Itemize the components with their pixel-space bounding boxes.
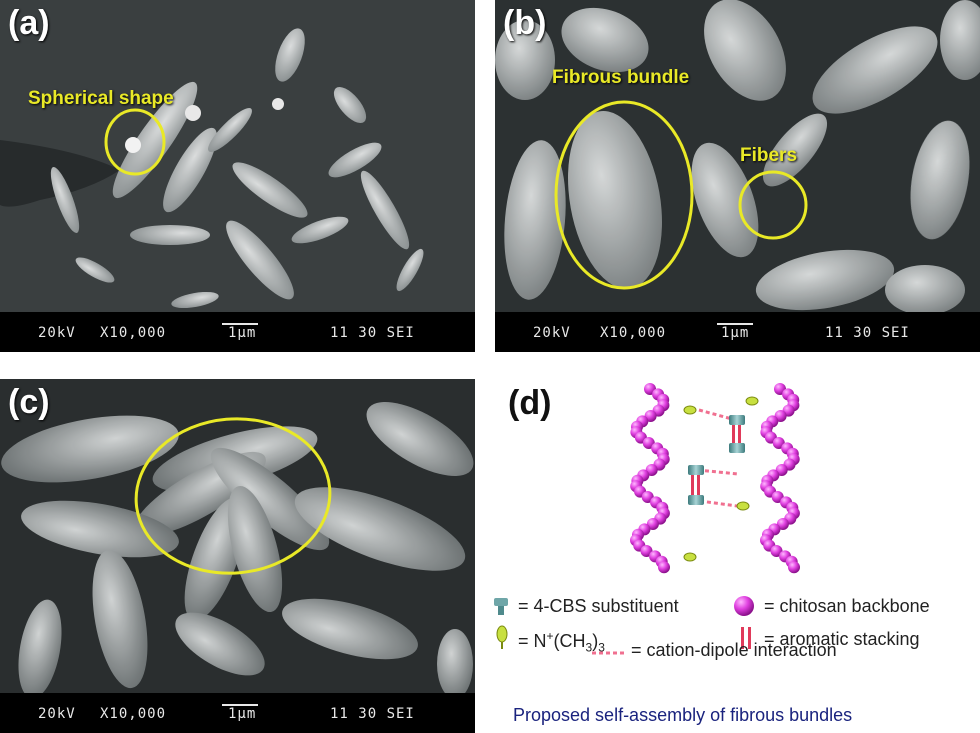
session-info: 11 30 SEI [825,325,910,341]
cbs-substituent-icon [729,415,745,425]
chitosan-helix-left [630,383,670,574]
annotation-fibers: Fibers [740,145,798,166]
ammonium-leaf-icon [683,405,697,415]
cation-dipole-line [698,408,733,421]
spherical-shape-circle [104,108,166,176]
session-info: 11 30 SEI [330,325,415,341]
legend-ammonium-prefix: = N [518,631,547,651]
chitosan-sphere-icon [788,561,800,574]
stacking-bar [738,425,741,445]
figure-caption: Proposed self-assembly of fibrous bundle… [513,705,853,725]
magnification: X10,000 [600,325,667,341]
chitosan-helix-right [760,383,800,574]
chitosan-sphere-icon [734,596,754,616]
sem-info-bar-b: 20kV X10,000 1µm 11 30 SEI [495,312,980,352]
sem-info-bar-c: 20kV X10,000 1µm 11 30 SEI [0,693,475,733]
scale-bar [717,323,753,325]
cbs-substituent-icon [494,598,508,615]
ammonium-leaf-icon [496,625,508,649]
chitosan-sphere-icon [646,518,659,530]
chitosan-sphere-icon [770,545,783,557]
cation-dipole-line [699,499,738,508]
sem-panel-a: (a) Spherical shape 20kV X10,000 1µm 11 … [0,0,475,352]
scale-label: 1µm [228,706,257,722]
panel-label-c: (c) [8,383,50,421]
sem-panel-b: (b) Fibrous bundle Fibers 20kV X10,000 1… [495,0,980,352]
legend-cation-dipole: = cation-dipole interaction [631,640,837,660]
panel-label-d: (d) [508,384,552,422]
annotation-spherical-shape: Spherical shape [28,88,174,109]
accelerating-voltage: 20kV [533,325,571,341]
stacking-bar [697,475,700,495]
legend-chitosan: = chitosan backbone [764,596,930,616]
sem-image-a [0,0,475,312]
self-assembly-schematic [630,383,800,574]
chitosan-sphere-icon [658,561,670,574]
legend-ammonium-charge: + [546,629,554,643]
chitosan-sphere-icon [640,545,653,557]
legend-cbs: = 4-CBS substituent [518,596,679,616]
legend-stacking: = aromatic stacking [764,629,920,649]
bundle-ellipse [134,417,332,575]
magnification: X10,000 [100,706,167,722]
accelerating-voltage: 20kV [38,325,76,341]
legend-ammonium: = N+(CH3)3 [518,629,605,655]
session-info: 11 30 SEI [330,706,415,722]
magnification: X10,000 [100,325,167,341]
sem-image-c [0,379,475,699]
cbs-substituent-icon [688,495,704,505]
ammonium-leaf-icon [745,396,759,406]
scale-bar [222,323,258,325]
sem-info-bar-a: 20kV X10,000 1µm 11 30 SEI [0,312,475,352]
chitosan-sphere-icon [776,518,789,530]
legend-ammonium-sub2: 3 [598,640,605,655]
legend-ammonium-mid: (CH [553,631,586,651]
cbs-substituent-icon [729,443,745,453]
stacking-bars-icon [741,627,751,649]
ammonium-leaf-icon [736,501,750,511]
scale-label: 1µm [228,325,257,341]
sem-panel-c: (c) 20kV X10,000 1µm 11 30 SEI [0,379,475,733]
stacking-bar [691,475,694,495]
panel-label-a: (a) [8,4,50,42]
sem-image-b [495,0,980,315]
accelerating-voltage: 20kV [38,706,76,722]
dashed-line-icon [592,651,626,655]
cbs-substituent-icon [688,465,704,475]
legend-ammonium-sub: 3 [585,640,593,655]
panel-label-b: (b) [503,4,547,42]
fibers-circle [738,170,808,240]
annotation-fibrous-bundle: Fibrous bundle [552,67,690,88]
fibrous-bundle-ellipse [554,100,694,290]
stacking-bar [732,425,735,445]
scale-label: 1µm [721,325,750,341]
legend-ammonium-suffix: ) [592,631,599,651]
ammonium-leaf-icon [683,552,697,562]
scale-bar [222,704,258,706]
